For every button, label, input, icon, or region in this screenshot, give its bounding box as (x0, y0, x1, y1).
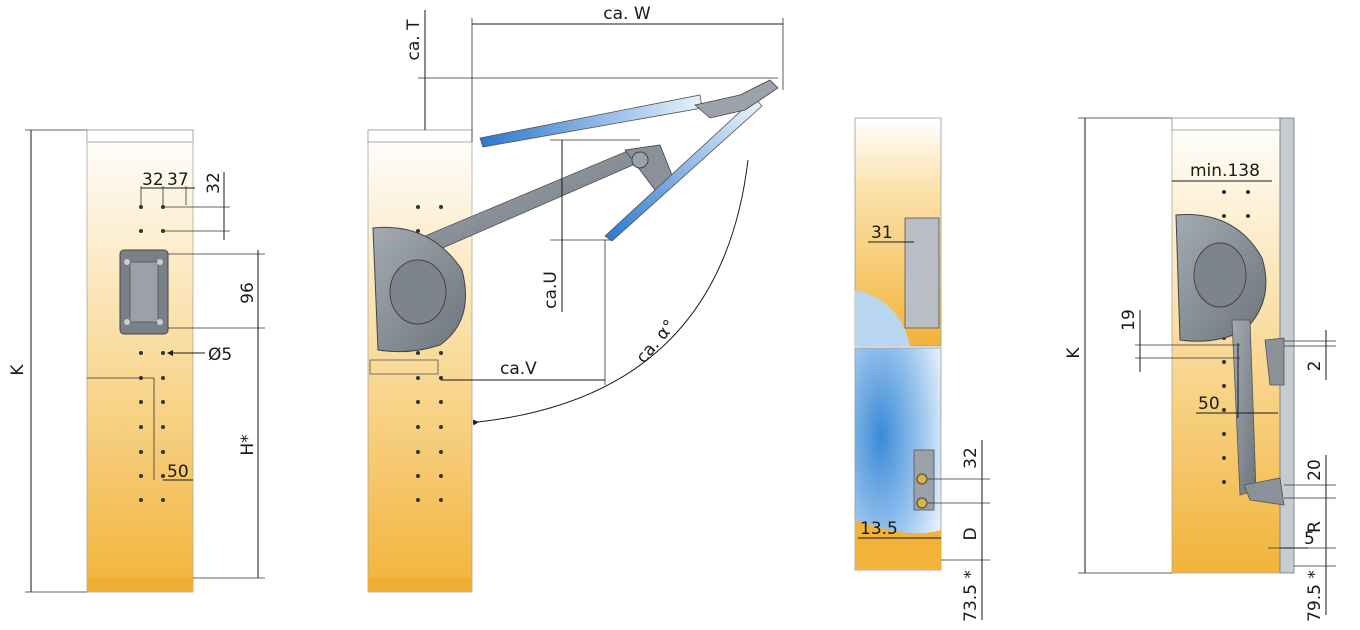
dim-50-4: 50 (1198, 394, 1220, 414)
dim-hole-diameter: Ø5 (208, 345, 232, 365)
mounting-bracket (119, 249, 169, 335)
dim-32-vertical: 32 (204, 172, 224, 194)
dim-32-fig3: 32 (961, 447, 981, 469)
dim-96: 96 (238, 282, 258, 304)
dim-32-horizontal: 32 (142, 170, 164, 190)
hole-pattern (139, 205, 165, 502)
mechanism-housing-4 (1175, 214, 1267, 342)
cabinet-bottom (87, 578, 193, 592)
cabinet-top-edge (86, 129, 194, 143)
figure-1-mounting-pattern: K 32 37 32 (8, 129, 265, 593)
dim-W: ca. W (603, 4, 651, 24)
cabinet-side-panel-4 (1171, 117, 1281, 574)
flap-half-open (604, 97, 763, 242)
mechanism-housing (372, 226, 466, 353)
hinge-screw-top (916, 473, 928, 485)
dim-20: 20 (1305, 459, 1325, 481)
dim-K-4: K (1064, 347, 1084, 359)
cabinet-side-panel-2 (367, 129, 473, 593)
hinge-screw-bottom (916, 497, 928, 509)
arm-joint (624, 144, 673, 191)
dim-50: 50 (167, 462, 189, 482)
dim-T: ca. T (404, 19, 424, 61)
dim-2: 2 (1305, 361, 1325, 372)
dim-min-138: min.138 (1190, 161, 1260, 181)
dim-19: 19 (1119, 309, 1139, 331)
dim-V: ca.V (500, 359, 537, 379)
dim-H: H* (238, 434, 258, 455)
dim-31: 31 (871, 223, 893, 243)
dim-5: 5 (1304, 529, 1315, 549)
dim-U: ca.U (541, 271, 561, 309)
dim-alpha: ca. α° (632, 316, 680, 367)
figure-3-side-section: 31 32 D 13.5 73.5 * (854, 117, 990, 622)
flap-open (479, 94, 703, 148)
dim-73-5: 73.5 * (961, 570, 981, 622)
figure-4-installed-view: K min.138 19 50 2 20 R 5 79.5 * (1064, 117, 1336, 622)
dim-37: 37 (167, 170, 189, 190)
cabinet-side-panel (86, 129, 194, 593)
hole-pattern-4 (1222, 190, 1250, 484)
dim-K: K (8, 364, 28, 376)
dim-13-5: 13.5 (860, 519, 898, 539)
dim-79-5: 79.5 * (1305, 570, 1325, 622)
figure-2-opening-geometry: ca. W ca. T ca.U ca.V ca. α° (367, 4, 784, 593)
dim-R: R (1305, 521, 1325, 533)
opening-arc (472, 159, 749, 426)
dim-D: D (961, 527, 981, 540)
